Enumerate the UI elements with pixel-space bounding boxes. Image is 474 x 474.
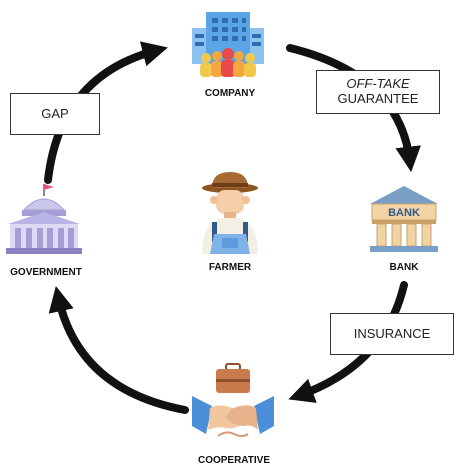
node-label-farmer: FARMER <box>209 262 252 273</box>
handshake-briefcase-icon <box>192 363 274 437</box>
node-label-bank: BANK <box>390 262 420 273</box>
node-label-company: COMPANY <box>205 88 256 99</box>
offtake-text: OFF-TAKE <box>346 76 410 92</box>
edge-label-offtake-guarantee: OFF-TAKE GUARANTEE <box>316 70 440 114</box>
guarantee-text: GUARANTEE <box>337 91 419 106</box>
government-capitol-icon <box>6 184 82 254</box>
gap-text: GAP <box>41 105 69 121</box>
bank-sign-text: BANK <box>388 207 420 219</box>
bank-building-icon: BANK <box>370 186 438 252</box>
office-building-icon <box>192 12 264 77</box>
edge-label-insurance: INSURANCE <box>330 313 454 355</box>
insurance-text: INSURANCE <box>353 325 431 341</box>
arrow-cooperative-to-government <box>48 285 189 414</box>
node-label-government: GOVERNMENT <box>10 267 82 278</box>
farmer-icon <box>202 172 258 254</box>
node-label-cooperative: COOPERATIVE <box>198 455 270 466</box>
edge-label-gap: GAP <box>10 93 100 135</box>
